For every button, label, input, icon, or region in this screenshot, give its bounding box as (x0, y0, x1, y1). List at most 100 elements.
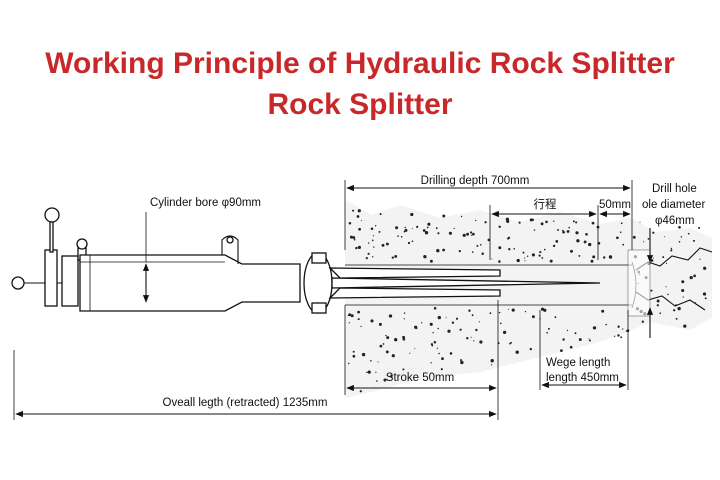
rock-speckle (466, 232, 470, 236)
rock-speckle (411, 240, 414, 243)
rock-speckle (388, 314, 393, 318)
rock-speckle (540, 222, 544, 226)
rock-speckle (421, 322, 423, 324)
rock-speckle (347, 362, 350, 365)
rock-speckle (569, 345, 573, 349)
diagram-title: Working Principle of Hydraulic Rock Spli… (45, 47, 675, 80)
rock-speckle (616, 236, 619, 240)
rock-speckle (659, 312, 662, 315)
rock-speckle (409, 352, 411, 354)
dimension-wedge-length: Wege length length 450mm (539, 310, 629, 390)
rock-speckle (426, 226, 429, 229)
rock-speckle (462, 233, 466, 237)
rock-speckle (410, 212, 414, 217)
rock-speckle (538, 254, 541, 257)
rock-speckle (533, 229, 536, 231)
rock-speckle (511, 308, 515, 312)
rock-speckle (377, 361, 379, 363)
rock-speckle (378, 322, 382, 326)
rock-speckles (347, 209, 707, 393)
rock-speckle (460, 215, 463, 218)
rock-speckle (448, 231, 452, 235)
rock-speckle (374, 225, 377, 227)
rock-speckle (484, 221, 487, 224)
rock-speckle (358, 227, 361, 231)
rock-speckle (479, 340, 483, 344)
rock-speckle (687, 232, 690, 235)
rock-speckle (407, 241, 411, 245)
rock-speckle (471, 234, 473, 236)
rock-speckle (371, 256, 374, 258)
rock-speckle (513, 247, 515, 250)
rock-speckle (531, 315, 535, 319)
rock-speckle (438, 250, 440, 252)
rock-speckle (397, 235, 398, 237)
drill-hole-label-3: φ46mm (655, 215, 694, 227)
rock-speckle (403, 312, 406, 314)
rock-speckle (379, 344, 383, 348)
rock-speckle (682, 296, 684, 298)
rock-speckle (385, 350, 389, 354)
rock-speckle (590, 259, 594, 263)
rock-speckle (348, 221, 352, 225)
rock-speckle (390, 374, 393, 378)
rock-speckle (622, 243, 625, 246)
rock-speckle (641, 320, 644, 323)
rock-speckle (664, 236, 665, 238)
cylinder-body (79, 254, 301, 312)
rock-speckle (433, 341, 437, 344)
rock-speckle (670, 249, 673, 252)
rock-speckle (353, 238, 356, 241)
rock-speckle (430, 362, 432, 364)
rock-speckle (355, 246, 358, 250)
rock-speckle (370, 227, 374, 230)
rock-speckle (352, 236, 356, 239)
valve-housing (61, 255, 79, 307)
rock-speckle (475, 219, 477, 222)
rock-speckle (373, 246, 375, 248)
rock-speckle (541, 257, 544, 259)
rock-speckle (693, 274, 696, 278)
rock-speckle (438, 352, 440, 355)
rock-speckle (524, 260, 526, 262)
rock-speckle (416, 225, 419, 228)
rock-speckle (368, 242, 370, 244)
rock-speckle (411, 228, 413, 230)
rear-knob (11, 276, 25, 290)
rock-speckle (400, 235, 403, 238)
rock-speckle (349, 235, 353, 239)
feather-upper (328, 267, 501, 279)
rock-speckle (539, 251, 542, 254)
rock-speckle (566, 329, 569, 332)
rock-speckle (425, 231, 429, 235)
collar-clamp-bottom (311, 302, 327, 314)
rock-speckle (531, 218, 535, 222)
rock-speckle (703, 266, 707, 270)
rock-speckle (516, 258, 520, 263)
rock-speckle (370, 319, 374, 323)
rock-speckle (471, 314, 474, 317)
rock-speckle (498, 246, 502, 250)
rock-speckle (360, 325, 362, 328)
rock-speckle (489, 312, 492, 315)
rock-speckle (379, 213, 382, 216)
rock-speckle (508, 248, 511, 251)
rock-speckle (442, 214, 446, 218)
rock-speckle (681, 288, 685, 293)
rock-speckle (643, 241, 645, 243)
rock-speckle (352, 350, 355, 353)
rock-speckle (414, 347, 416, 349)
cylinder-bore-label: Cylinder bore φ90mm (150, 197, 261, 209)
rock-speckle (667, 293, 669, 296)
rock-speckle (650, 289, 653, 292)
rock-speckle (498, 311, 501, 314)
rock-speckle (591, 221, 595, 225)
rock-speckle (491, 258, 493, 260)
rock-speckle (592, 326, 597, 330)
rock-speckle (370, 360, 372, 362)
rock-speckle (553, 220, 555, 222)
rock-speckle (575, 231, 579, 235)
rock-speckle (415, 327, 418, 330)
rock-speckle (656, 304, 659, 307)
gauge-knob (76, 238, 88, 250)
